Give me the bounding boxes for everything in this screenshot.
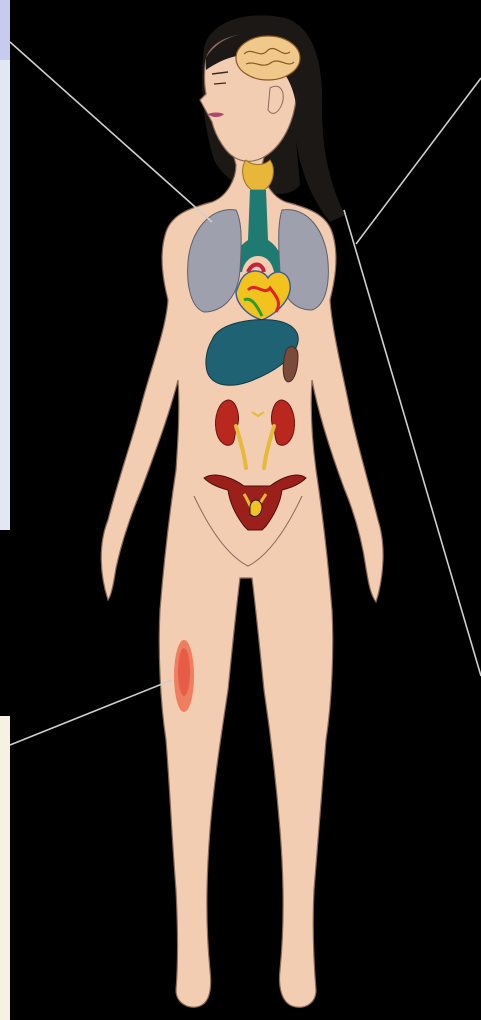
callout-line-rash [10,680,172,745]
callout-line-hair-to-side [344,210,481,676]
rash-core [178,648,190,696]
callout-line-lungs [10,42,212,222]
callout-line-shoulder [356,78,481,244]
brain-icon [236,36,300,80]
thyroid-icon [243,160,274,190]
